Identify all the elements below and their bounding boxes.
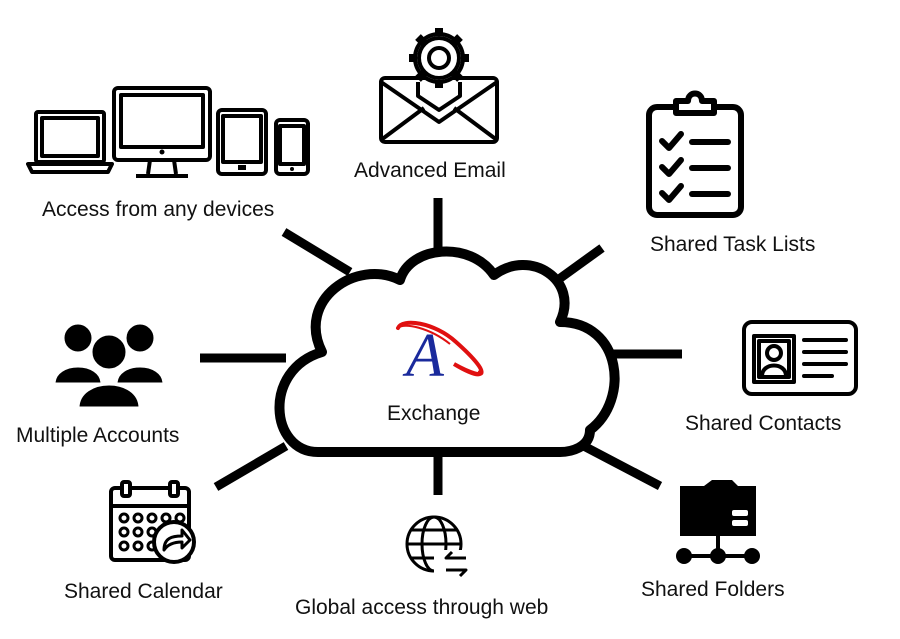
globe-arrow-icon	[405, 515, 470, 580]
clipboard-checklist-icon	[646, 90, 744, 218]
devices-icon	[26, 86, 310, 178]
feature-label-devices: Access from any devices	[42, 198, 275, 221]
ray-folders	[575, 439, 663, 490]
feature-label-global-web: Global access through web	[295, 596, 549, 619]
ray-calendar	[213, 442, 289, 491]
ray-devices	[281, 228, 353, 276]
cloud-shape	[274, 246, 620, 457]
email-gear-icon	[379, 28, 499, 144]
folder-network-icon	[676, 480, 760, 564]
users-group-icon	[54, 321, 164, 408]
feature-label-contacts: Shared Contacts	[685, 412, 842, 435]
feature-label-advanced-email: Advanced Email	[354, 159, 506, 182]
contact-card-icon	[742, 320, 858, 396]
exchange-logo-icon: A	[396, 320, 484, 380]
logo-letter: A	[402, 322, 445, 380]
center-label: Exchange	[387, 402, 481, 425]
feature-label-folders: Shared Folders	[641, 578, 785, 601]
feature-label-multiple-accounts: Multiple Accounts	[16, 424, 180, 447]
feature-label-calendar: Shared Calendar	[64, 580, 223, 603]
feature-label-task-lists: Shared Task Lists	[650, 233, 816, 256]
calendar-share-icon	[109, 480, 196, 564]
